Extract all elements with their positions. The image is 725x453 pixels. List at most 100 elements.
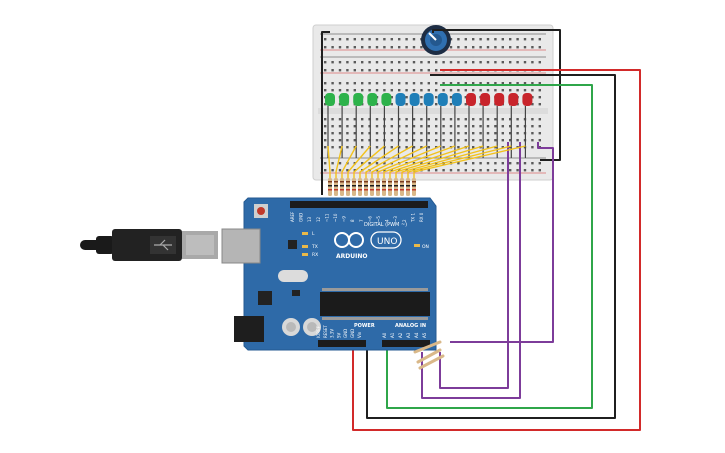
led-green: [339, 93, 350, 106]
breadboard-hole: [509, 139, 512, 142]
breadboard-hole: [353, 89, 356, 92]
breadboard-hole: [486, 169, 490, 172]
breadboard-hole: [331, 162, 334, 165]
breadboard-hole: [435, 139, 438, 142]
breadboard-hole: [331, 69, 334, 72]
breadboard-hole: [427, 146, 430, 149]
breadboard-hole: [538, 96, 541, 99]
breadboard-hole: [494, 89, 497, 92]
breadboard-hole: [353, 46, 356, 49]
breadboard-hole: [472, 139, 475, 142]
breadboard-hole: [531, 46, 534, 49]
breadboard-hole: [523, 82, 527, 85]
breadboard-hole: [516, 162, 519, 165]
breadboard-hole: [538, 132, 541, 135]
breadboard-hole: [501, 46, 504, 49]
breadboard-hole: [516, 139, 519, 142]
breadboard-hole: [368, 69, 371, 72]
breadboard-hole: [412, 139, 416, 142]
breadboard-hole: [346, 69, 349, 72]
breadboard-hole: [435, 125, 438, 128]
breadboard-hole: [331, 125, 334, 128]
breadboard-hole: [390, 125, 393, 128]
resistor-band: [412, 189, 416, 191]
breadboard-hole: [361, 125, 364, 128]
breadboard-hole: [442, 118, 445, 121]
led-legs: [327, 106, 527, 158]
breadboard-hole: [472, 125, 475, 128]
breadboard-hole: [472, 132, 475, 135]
resistor-band: [382, 189, 386, 191]
resistor-band: [394, 181, 398, 183]
power-header[interactable]: [318, 340, 366, 347]
resistor: [346, 178, 350, 196]
breadboard-hole: [368, 46, 371, 49]
breadboard-hole: [449, 96, 453, 99]
breadboard-hole: [338, 146, 342, 149]
breadboard-hole: [346, 146, 349, 149]
led-red: [480, 93, 491, 106]
breadboard-hole: [509, 38, 512, 41]
breadboard-hole: [457, 146, 460, 149]
reset-button[interactable]: [254, 204, 268, 218]
digital-pin-label: 8: [350, 219, 355, 222]
breadboard-hole: [538, 125, 541, 128]
breadboard-hole: [361, 162, 364, 165]
breadboard-hole: [375, 89, 379, 92]
breadboard-hole: [479, 125, 482, 128]
breadboard-hole: [353, 125, 356, 128]
resistor: [334, 178, 338, 196]
breadboard-hole: [472, 38, 475, 41]
breadboard-hole: [531, 118, 534, 121]
resistor-band: [412, 185, 416, 187]
resistor-band: [388, 185, 392, 187]
breadboard-hole: [457, 162, 460, 165]
breadboard-hole: [464, 61, 467, 64]
breadboard-hole: [353, 139, 356, 142]
breadboard-hole: [346, 82, 349, 85]
breadboard-hole: [464, 125, 467, 128]
breadboard-hole: [338, 125, 342, 128]
breadboard-hole: [331, 146, 334, 149]
power-pin-label: GND: [343, 329, 348, 338]
analog-header[interactable]: [382, 340, 430, 347]
resistor-band: [394, 189, 398, 191]
breadboard-hole: [486, 46, 490, 49]
breadboard-hole: [420, 103, 423, 106]
breadboard-hole: [435, 132, 438, 135]
usb-cable: [80, 229, 218, 261]
breadboard-hole: [472, 146, 475, 149]
breadboard-hole: [383, 38, 386, 41]
resistor-band: [352, 185, 356, 187]
breadboard-hole: [509, 61, 512, 64]
breadboard-hole: [479, 169, 482, 172]
breadboard-hole: [338, 61, 342, 64]
breadboard-hole: [435, 103, 438, 106]
breadboard-hole: [516, 38, 519, 41]
power-pin-label: IOREF: [316, 325, 321, 338]
breadboard-hole: [501, 61, 504, 64]
resistor-band: [364, 181, 368, 183]
wires: [321, 29, 641, 431]
breadboard-hole: [509, 125, 512, 128]
breadboard-hole: [486, 162, 490, 165]
breadboard-hole: [383, 82, 386, 85]
breadboard-hole: [383, 46, 386, 49]
breadboard-hole: [412, 38, 416, 41]
resistor-band: [334, 181, 338, 183]
breadboard-hole: [494, 38, 497, 41]
breadboard-hole: [457, 139, 460, 142]
digital-header[interactable]: [290, 201, 428, 208]
breadboard-hole: [338, 46, 342, 49]
breadboard-hole: [405, 125, 408, 128]
potentiometer[interactable]: [421, 25, 451, 55]
breadboard-hole: [501, 139, 504, 142]
breadboard-hole: [338, 169, 342, 172]
breadboard-hole: [442, 89, 445, 92]
model-label: UNO: [377, 237, 397, 247]
breadboard-hole: [449, 61, 453, 64]
breadboard-hole: [427, 139, 430, 142]
breadboard-hole: [383, 162, 386, 165]
wire-black-left: [321, 31, 330, 195]
digital-pin-label: ~5: [376, 216, 381, 222]
